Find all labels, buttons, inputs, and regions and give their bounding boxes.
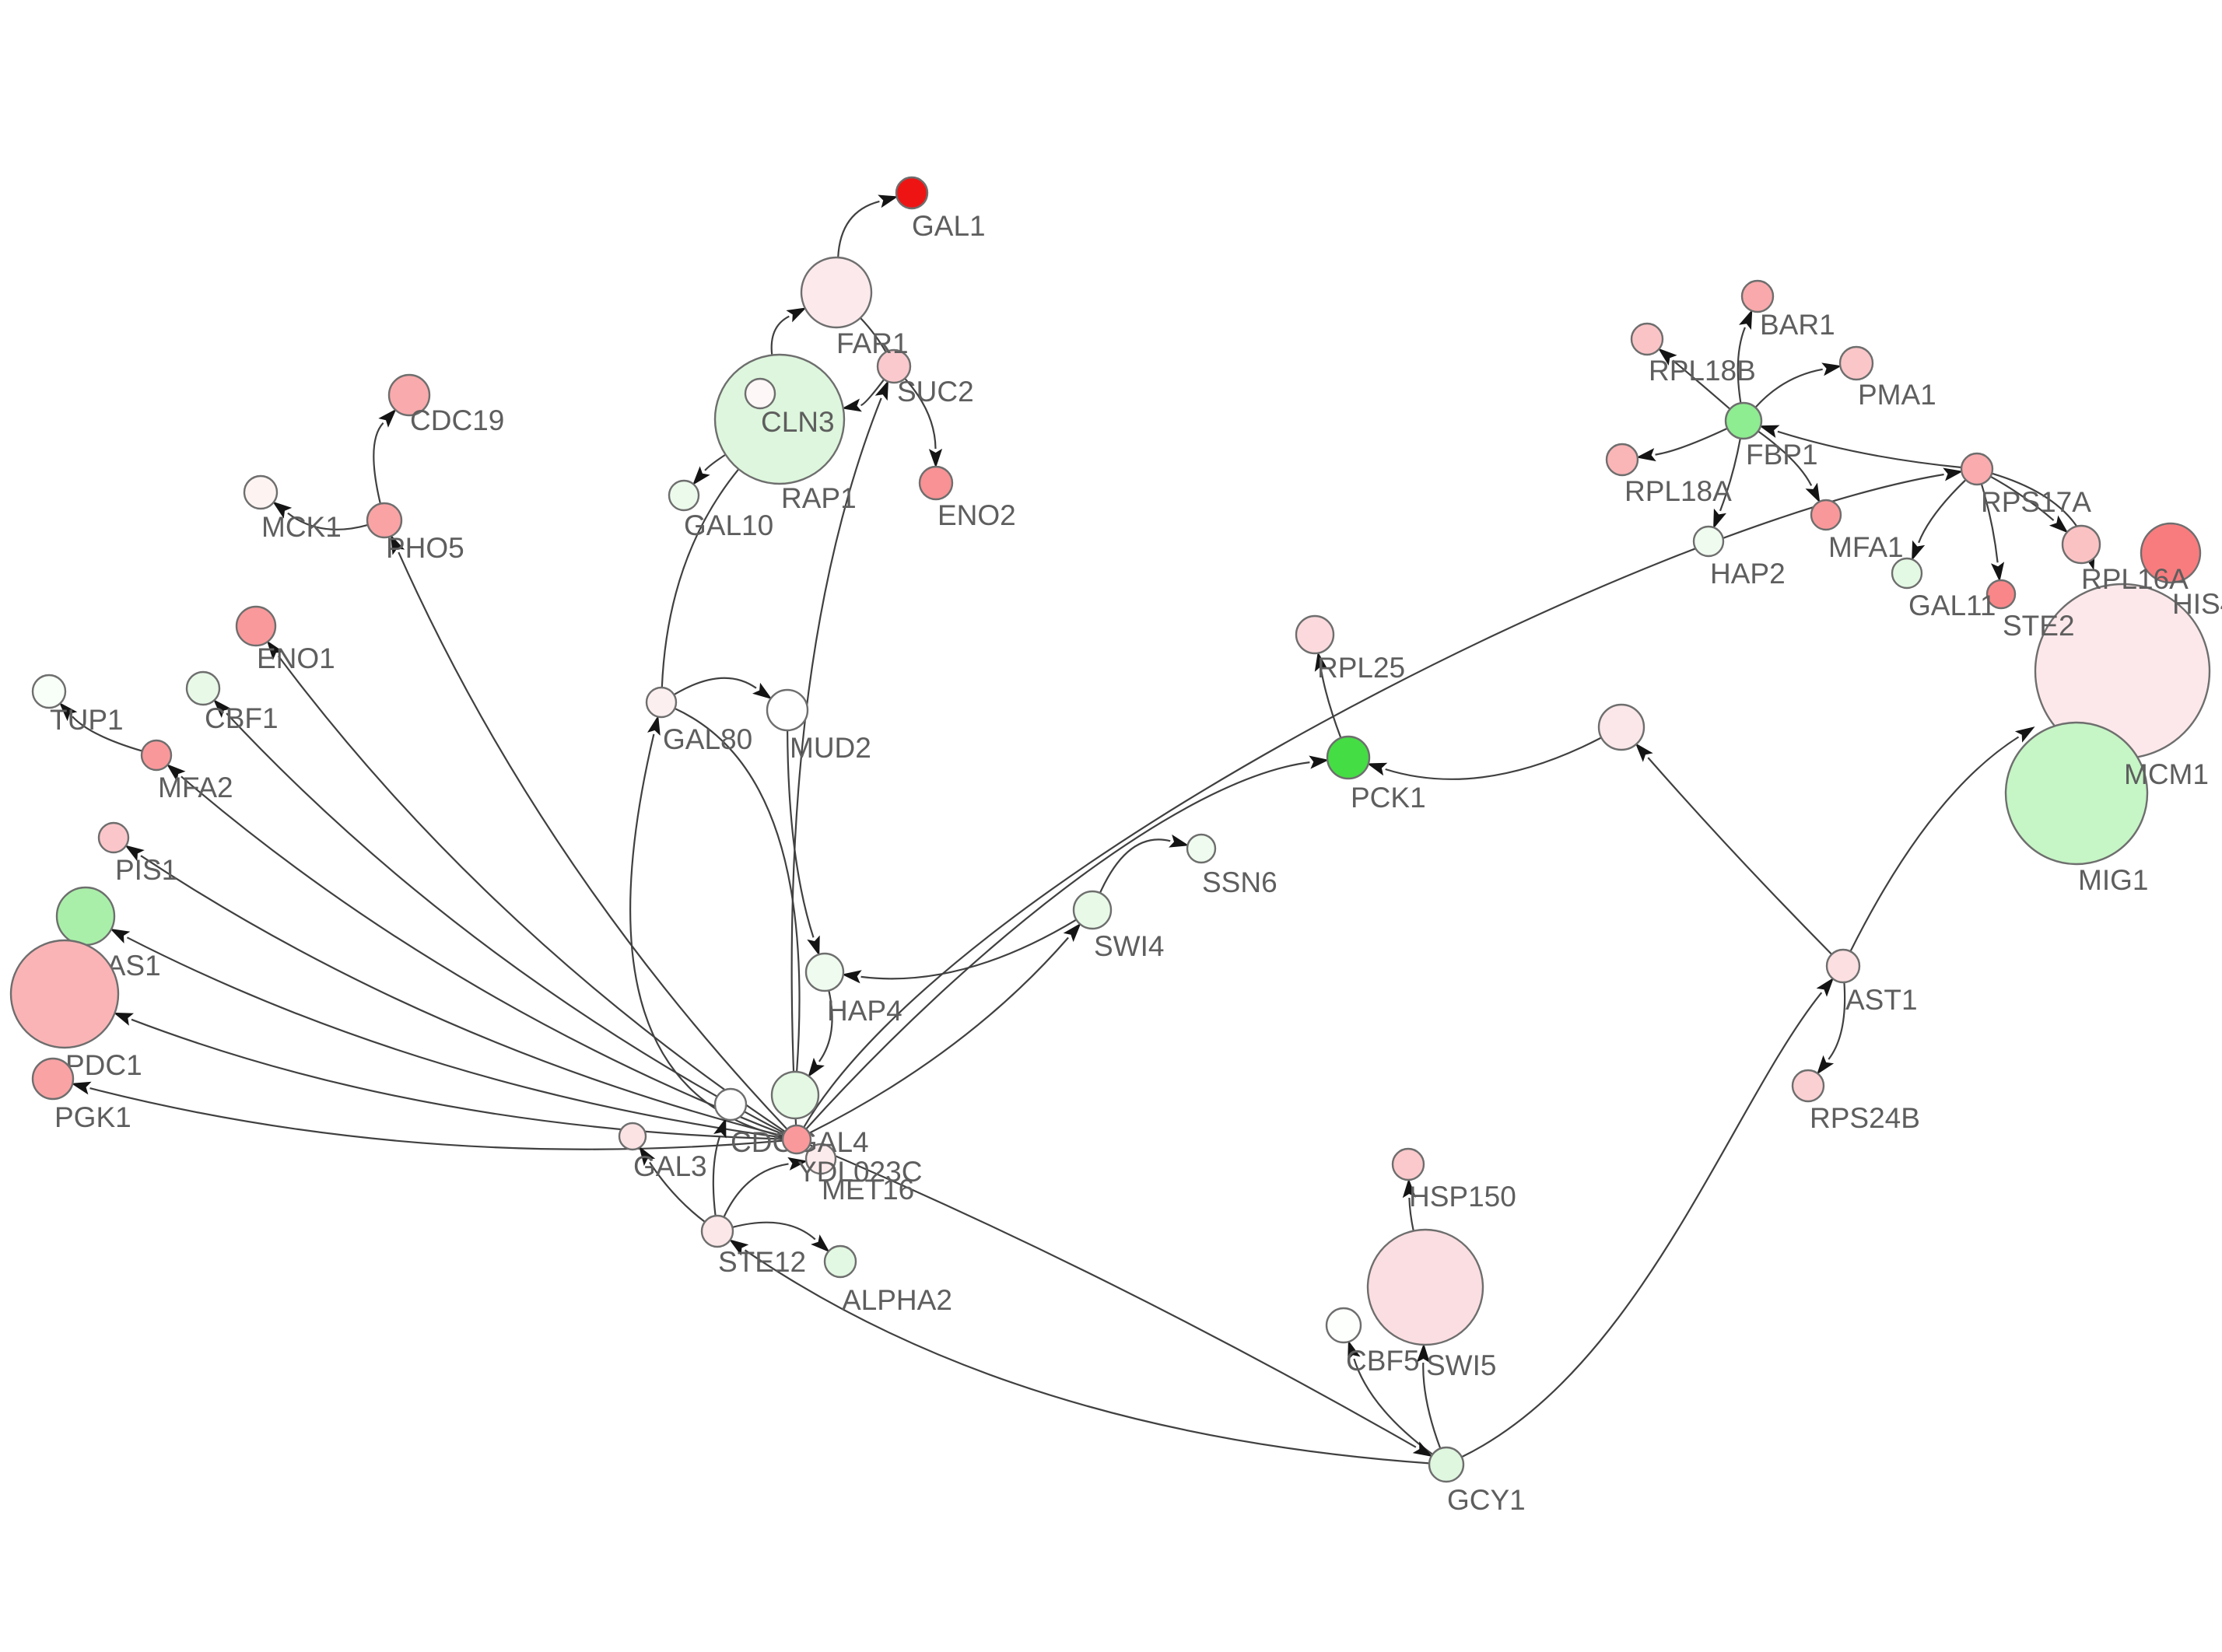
svg-text:TUP1: TUP1 bbox=[50, 704, 124, 736]
svg-text:MCM1: MCM1 bbox=[2124, 758, 2209, 790]
svg-text:MUD2: MUD2 bbox=[790, 732, 871, 764]
svg-text:HAP4: HAP4 bbox=[827, 995, 902, 1027]
svg-text:RPL18A: RPL18A bbox=[1624, 475, 1732, 507]
svg-text:CLN3: CLN3 bbox=[761, 406, 835, 438]
svg-text:RPL25: RPL25 bbox=[1317, 652, 1405, 684]
svg-text:HAP2: HAP2 bbox=[1710, 558, 1786, 590]
svg-text:MCK1: MCK1 bbox=[261, 511, 342, 543]
svg-text:FBP1: FBP1 bbox=[1746, 439, 1818, 471]
svg-text:MFA2: MFA2 bbox=[158, 772, 233, 803]
svg-text:SSN6: SSN6 bbox=[1202, 866, 1277, 898]
svg-text:BAR1: BAR1 bbox=[1760, 309, 1835, 341]
svg-text:CBF5: CBF5 bbox=[1346, 1345, 1420, 1377]
svg-text:SUC2: SUC2 bbox=[897, 376, 974, 408]
svg-text:GAL3: GAL3 bbox=[633, 1150, 707, 1182]
svg-text:STE2: STE2 bbox=[2003, 610, 2075, 642]
svg-text:RPS24B: RPS24B bbox=[1810, 1102, 1920, 1134]
svg-text:PDC1: PDC1 bbox=[65, 1049, 142, 1081]
svg-text:PHO5: PHO5 bbox=[386, 532, 464, 564]
svg-text:RPS17A: RPS17A bbox=[1981, 486, 2091, 518]
svg-text:HIS4: HIS4 bbox=[2172, 588, 2222, 620]
svg-text:HSP150: HSP150 bbox=[1409, 1181, 1516, 1213]
svg-text:RAP1: RAP1 bbox=[781, 482, 857, 514]
svg-text:MFA1: MFA1 bbox=[1828, 531, 1904, 563]
svg-text:ENO1: ENO1 bbox=[257, 642, 335, 674]
svg-text:GAL80: GAL80 bbox=[663, 723, 752, 755]
svg-text:SWI4: SWI4 bbox=[1094, 930, 1164, 962]
svg-text:MIG1: MIG1 bbox=[2078, 864, 2148, 896]
svg-text:PCK1: PCK1 bbox=[1351, 782, 1426, 814]
svg-text:PIS1: PIS1 bbox=[115, 854, 177, 886]
svg-text:YDL023C: YDL023C bbox=[797, 1156, 922, 1188]
svg-text:AST1: AST1 bbox=[1845, 984, 1918, 1016]
svg-text:ALPHA2: ALPHA2 bbox=[842, 1284, 952, 1316]
svg-text:CBF1: CBF1 bbox=[205, 702, 279, 734]
svg-text:GAL10: GAL10 bbox=[684, 509, 773, 541]
svg-text:GAL11: GAL11 bbox=[1908, 590, 1996, 621]
svg-text:RPL18B: RPL18B bbox=[1649, 355, 1756, 387]
svg-text:PMA1: PMA1 bbox=[1858, 379, 1936, 411]
svg-text:FAR1: FAR1 bbox=[836, 327, 909, 359]
svg-text:MET16: MET16 bbox=[822, 1174, 914, 1206]
svg-text:GAL1: GAL1 bbox=[912, 210, 986, 242]
svg-text:CDC19: CDC19 bbox=[410, 404, 504, 436]
svg-text:PGK1: PGK1 bbox=[54, 1101, 131, 1133]
svg-text:RPL16A: RPL16A bbox=[2081, 563, 2189, 595]
svg-text:STE12: STE12 bbox=[718, 1246, 806, 1278]
svg-text:ENO2: ENO2 bbox=[938, 499, 1016, 531]
svg-text:GCY1: GCY1 bbox=[1447, 1484, 1526, 1516]
svg-text:SWI5: SWI5 bbox=[1426, 1349, 1496, 1381]
